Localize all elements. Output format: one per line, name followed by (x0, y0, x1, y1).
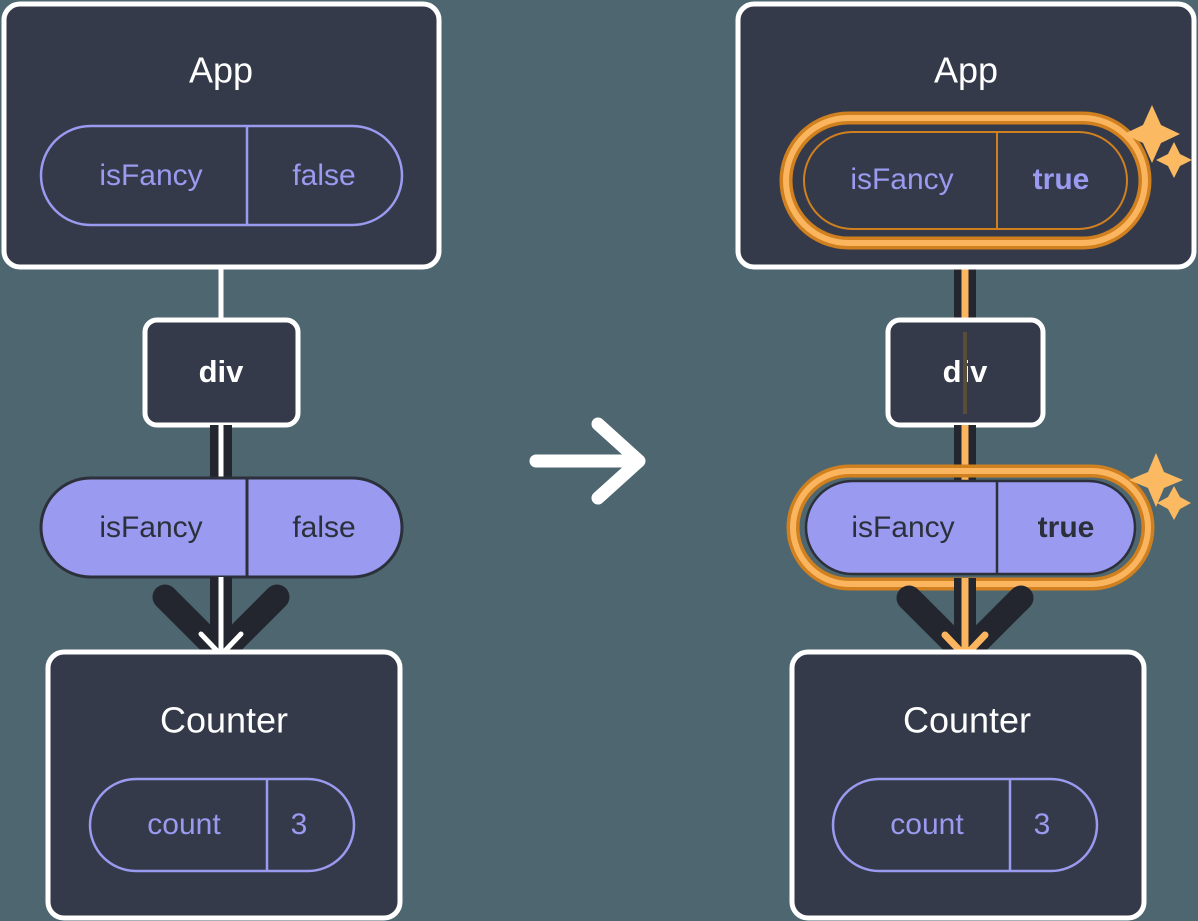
prop-value-counter-after: 3 (1034, 808, 1051, 841)
sparkle-small-icon (1156, 142, 1192, 178)
prop-name-passed-after: isFancy (851, 511, 954, 544)
prop-value-counter-before: 3 (291, 808, 308, 841)
prop-pill-passed-body-after (804, 479, 1137, 576)
panel-app-title-before: App (189, 50, 253, 91)
prop-name-counter-before: count (147, 808, 221, 841)
sparkle-large-icon (1129, 453, 1183, 507)
prop-name-app-before: isFancy (99, 159, 202, 192)
prop-value-passed-before: false (292, 511, 355, 544)
prop-pill-app-after: isFancy true (779, 111, 1152, 250)
panel-counter-before (45, 649, 403, 921)
sparkle-small-icon (1157, 486, 1191, 520)
prop-pill-app-outline-before (39, 124, 404, 227)
prop-name-app-after: isFancy (850, 163, 953, 196)
panel-counter-title-after: Counter (903, 700, 1031, 741)
prop-pill-counter-outline-after (831, 777, 1099, 873)
sparkle-group-passed-after (1129, 453, 1191, 520)
prop-pill-passed-after: isFancy true (786, 464, 1155, 591)
prop-pill-counter-after: count 3 (831, 777, 1099, 873)
sparkle-large-icon (1124, 105, 1180, 163)
prop-value-app-before: false (292, 159, 355, 192)
prop-value-passed-after: true (1038, 511, 1095, 544)
panel-div-label-before: div (199, 354, 245, 389)
prop-pill-app-outline-after (803, 131, 1128, 230)
prop-pill-counter-outline-before (88, 777, 356, 873)
prop-name-counter-after: count (890, 808, 964, 841)
prop-pill-passed-before: isFancy false (39, 476, 404, 579)
prop-value-app-after: true (1033, 163, 1090, 196)
prop-pill-app-before: isFancy false (39, 124, 404, 227)
prop-name-passed-before: isFancy (99, 511, 202, 544)
panel-app-title-after: App (934, 50, 998, 91)
sparkle-group-app-after (1124, 105, 1192, 178)
panel-counter-after (789, 649, 1147, 921)
panel-app-after (735, 1, 1197, 270)
highlight-ring-inner-app-after (783, 115, 1148, 246)
arrow-right-icon (529, 417, 646, 505)
prop-pill-counter-before: count 3 (88, 777, 356, 873)
panel-counter-title-before: Counter (160, 700, 288, 741)
panel-app-before (1, 1, 442, 270)
